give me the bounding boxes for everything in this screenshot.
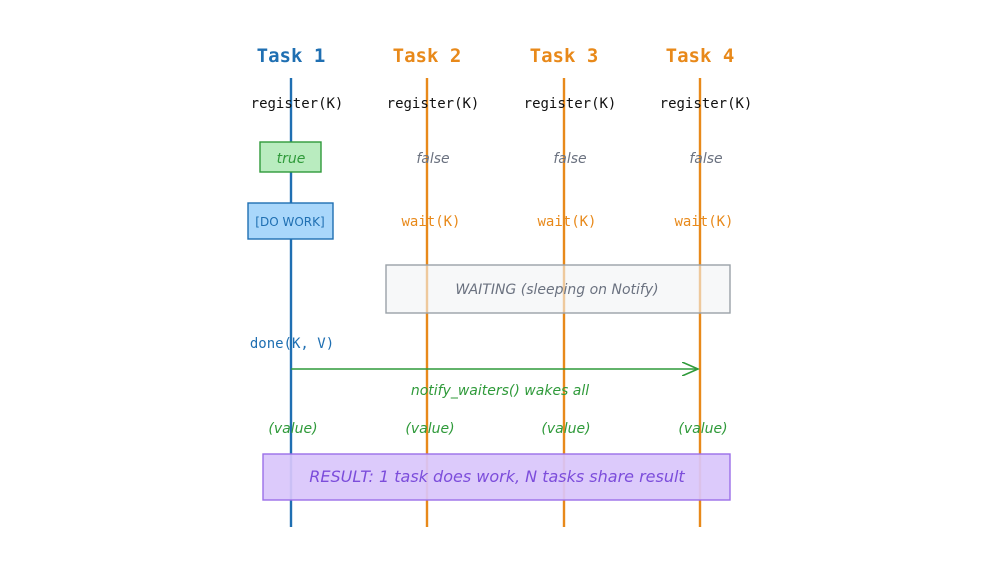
task-2-value: (value) (405, 421, 454, 437)
task-1-value: (value) (268, 421, 317, 437)
task-3-wait: wait(K) (537, 214, 596, 230)
task-2-false: false (416, 151, 449, 167)
task-2-header: Task 2 (393, 45, 462, 67)
waiting-box (385, 264, 731, 314)
task-1-header: Task 1 (257, 45, 326, 67)
done-call: done(K, V) (250, 336, 334, 352)
result-banner (262, 453, 731, 501)
task-3-header: Task 3 (530, 45, 599, 67)
task-1-register: register(K) (251, 96, 344, 112)
task-2-wait: wait(K) (401, 214, 460, 230)
do-work-label: [DO WORK] (255, 215, 324, 229)
task-4-register: register(K) (660, 96, 753, 112)
true-box (259, 141, 322, 173)
task-2-register: register(K) (387, 96, 480, 112)
task-4-header: Task 4 (666, 45, 735, 67)
result-label: RESULT: 1 task does work, N tasks share … (309, 467, 685, 486)
task-4-value: (value) (678, 421, 727, 437)
true-label: true (277, 151, 306, 167)
notify-label: notify_waiters() wakes all (411, 383, 589, 399)
do-work-box (247, 202, 334, 240)
task-3-register: register(K) (524, 96, 617, 112)
task-3-false: false (553, 151, 586, 167)
waiting-label: WAITING (sleeping on Notify) (455, 282, 658, 298)
task-4-wait: wait(K) (674, 214, 733, 230)
task-4-false: false (689, 151, 722, 167)
task-3-value: (value) (541, 421, 590, 437)
